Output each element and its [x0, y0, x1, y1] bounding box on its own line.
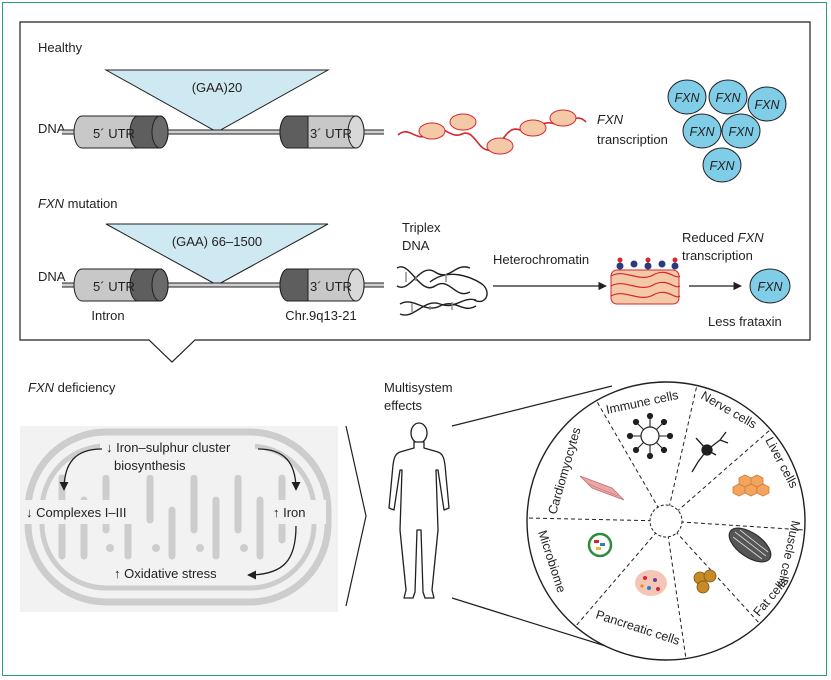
immune-cell-icon	[626, 412, 674, 460]
fan-line-bottom	[451, 597, 613, 649]
label-background	[268, 500, 326, 524]
fxn-protein: FXN	[667, 79, 707, 115]
human-body-icon	[388, 422, 450, 599]
chevron-right-icon	[345, 425, 367, 607]
iron-sulphur-line2: biosynthesis	[114, 458, 186, 473]
open-chromatin	[397, 109, 587, 155]
svg-text:FXN: FXN	[690, 125, 716, 139]
healthy-transcription-gene: FXN	[597, 112, 624, 127]
cardiomyocytes-icon	[579, 475, 625, 501]
healthy-repeat-triangle	[104, 69, 330, 133]
liver-cells-icon	[732, 474, 770, 497]
reduced-transcription-line1: Reduced FXN	[682, 230, 764, 245]
intron-label: Intron	[91, 308, 124, 323]
healthy-title: Healthy	[38, 40, 83, 55]
label-background	[108, 562, 244, 584]
healthy-dna-label: DNA	[38, 121, 66, 136]
label-background	[22, 500, 146, 524]
complexes-label: ↓ Complexes I–III	[26, 505, 126, 520]
deficiency-title: FXN deficiency	[28, 380, 116, 395]
arrow-to-complexes	[59, 448, 103, 491]
triplex-label-line2: DNA	[402, 238, 430, 253]
arrow-to-oxidative-stress	[247, 525, 297, 580]
mutation-title: FXN mutation	[38, 196, 117, 211]
reduced-transcription-line2: transcription	[682, 248, 753, 263]
fxn-protein: FXN	[702, 147, 742, 183]
svg-text:FXN: FXN	[710, 159, 736, 173]
healthy-utr5-label: 5´ UTR	[93, 126, 135, 141]
healthy-transcription-word: transcription	[597, 132, 668, 147]
svg-text:FXN: FXN	[716, 91, 742, 105]
healthy-repeat-label: (GAA)20	[192, 80, 243, 95]
triplex-dna-helix	[396, 266, 488, 316]
healthy-fxn-protein-cluster: FXN FXN FXN FXN FXN FXN	[667, 79, 787, 183]
mutation-utr5-label: 5´ UTR	[93, 279, 135, 294]
fat-cells-icon	[693, 569, 717, 594]
cell-types-wheel	[526, 381, 806, 661]
multisystem-line1: Multisystem	[384, 380, 453, 395]
svg-text:FXN: FXN	[675, 91, 701, 105]
multisystem-line2: effects	[384, 398, 423, 413]
mutation-utr3-label: 3´ UTR	[310, 279, 352, 294]
fan-line-top	[451, 385, 613, 427]
mutation-gene	[62, 268, 384, 302]
microbiome-icon	[587, 532, 613, 558]
fxn-protein: FXN	[682, 113, 722, 149]
fxn-protein: FXN	[708, 79, 748, 115]
heterochromatin-cluster	[610, 257, 681, 305]
mutation-repeat-triangle	[105, 223, 329, 286]
label-background	[100, 437, 255, 475]
iron-sulphur-line1: ↓ Iron–sulphur cluster	[106, 440, 231, 455]
chromosome-label: Chr.9q13-21	[285, 308, 357, 323]
fxn-protein-reduced: FXN	[749, 268, 791, 304]
oxidative-stress-label: ↑ Oxidative stress	[114, 566, 217, 581]
iron-label: ↑ Iron	[273, 505, 306, 520]
svg-text:FXN: FXN	[758, 280, 784, 294]
fxn-protein: FXN	[721, 113, 761, 149]
arrow-to-iron	[257, 448, 301, 491]
triplex-label-line1: Triplex	[402, 220, 441, 235]
healthy-utr3-label: 3´ UTR	[310, 126, 352, 141]
mutation-repeat-label: (GAA) 66–1500	[172, 234, 262, 249]
mutation-dna-label: DNA	[38, 269, 66, 284]
heterochromatin-label: Heterochromatin	[493, 252, 589, 267]
svg-text:FXN: FXN	[729, 125, 755, 139]
muscle-cells-icon	[728, 527, 772, 563]
svg-text:FXN: FXN	[755, 98, 781, 112]
fxn-protein: FXN	[747, 86, 787, 122]
less-frataxin-label: Less frataxin	[708, 314, 782, 329]
healthy-gene	[62, 115, 384, 149]
pancreatic-cells-icon	[635, 570, 667, 596]
nerve-cell-icon	[691, 431, 729, 473]
